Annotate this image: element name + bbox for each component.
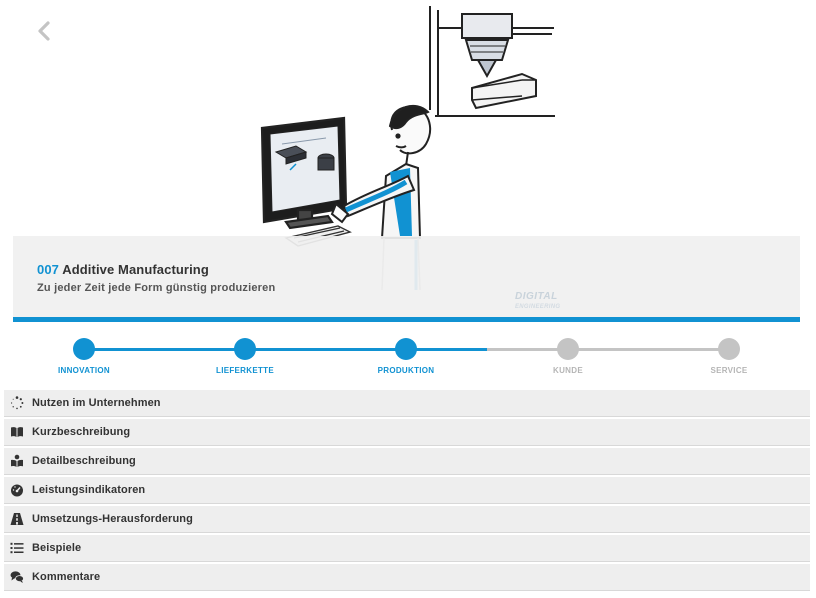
- progress-stepper: INNOVATION LIEFERKETTE PRODUKTION KUNDE SERV…: [0, 338, 816, 386]
- reader-icon: [10, 454, 24, 468]
- step-lieferkette[interactable]: LIEFERKETTE: [190, 338, 300, 375]
- accordion-item-label: Kurzbeschreibung: [32, 426, 131, 438]
- book-icon: [10, 425, 24, 439]
- title-text: Additive Manufacturing: [62, 262, 209, 277]
- brand-subtext: ENGINEERING: [515, 304, 561, 310]
- accordion-item-beispiele[interactable]: Beispiele: [4, 535, 810, 562]
- step-dot: [395, 338, 417, 360]
- page-title: 007 Additive Manufacturing: [37, 262, 209, 277]
- stepper-line-inactive: [487, 348, 729, 351]
- step-dot: [73, 338, 95, 360]
- step-kunde[interactable]: KUNDE: [513, 338, 623, 375]
- page-subtitle: Zu jeder Zeit jede Form günstig produzie…: [37, 282, 276, 294]
- step-dot: [557, 338, 579, 360]
- brand-text: DIGITAL: [515, 291, 558, 302]
- monitor-drawing: [260, 116, 348, 230]
- title-card: 007 Additive Manufacturing Zu jeder Zeit…: [13, 236, 800, 322]
- accordion-item-umsetzungs-herausforderung[interactable]: Umsetzungs-Herausforderung: [4, 506, 810, 533]
- accordion-item-leistungsindikatoren[interactable]: Leistungsindikatoren: [4, 477, 810, 504]
- step-label: PRODUKTION: [377, 366, 435, 375]
- dashboard-icon: [10, 483, 24, 497]
- brand-logo: DIGITAL ENGINEERING: [515, 292, 560, 312]
- step-produktion[interactable]: PRODUKTION: [351, 338, 461, 375]
- hero-illustration: [260, 6, 555, 290]
- accordion-item-label: Umsetzungs-Herausforderung: [32, 513, 193, 525]
- step-dot: [234, 338, 256, 360]
- accordion-item-label: Nutzen im Unternehmen: [32, 397, 161, 409]
- step-label: INNOVATION: [57, 366, 111, 375]
- accordion-item-nutzen-im-unternehmen[interactable]: Nutzen im Unternehmen: [4, 390, 810, 417]
- road-icon: [10, 512, 24, 526]
- person-drawing: [330, 104, 432, 290]
- printer-drawing: [429, 6, 555, 117]
- accordion-item-label: Detailbeschreibung: [32, 455, 136, 467]
- accordion-item-detailbeschreibung[interactable]: Detailbeschreibung: [4, 448, 810, 475]
- list-icon: [10, 541, 24, 555]
- step-dot: [718, 338, 740, 360]
- accordion-item-kurzbeschreibung[interactable]: Kurzbeschreibung: [4, 419, 810, 446]
- accordion-item-label: Beispiele: [32, 542, 82, 554]
- title-number: 007: [37, 262, 59, 277]
- step-label: SERVICE: [710, 366, 748, 375]
- accordion-item-label: Leistungsindikatoren: [32, 484, 146, 496]
- step-service[interactable]: SERVICE: [674, 338, 784, 375]
- spinner-icon: [10, 396, 24, 410]
- step-innovation[interactable]: INNOVATION: [29, 338, 139, 375]
- step-label: LIEFERKETTE: [216, 366, 274, 375]
- back-button[interactable]: [34, 20, 56, 42]
- stepper-line-active: [84, 348, 487, 351]
- comments-icon: [10, 570, 24, 584]
- chevron-left-icon: [38, 21, 50, 41]
- step-label: KUNDE: [553, 366, 583, 375]
- accordion-item-label: Kommentare: [32, 571, 101, 583]
- accordion-item-kommentare[interactable]: Kommentare: [4, 564, 810, 591]
